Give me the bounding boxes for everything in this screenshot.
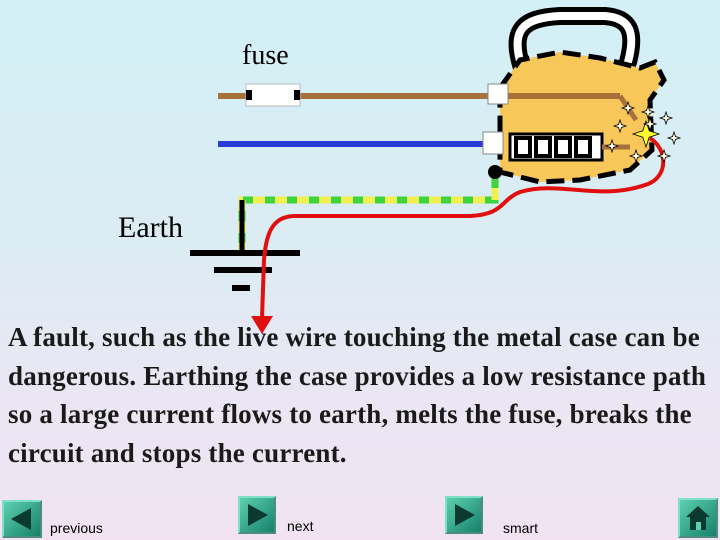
heating-element bbox=[508, 132, 604, 162]
previous-label[interactable]: previous bbox=[50, 520, 103, 536]
smart-button[interactable] bbox=[445, 496, 483, 534]
home-button[interactable] bbox=[678, 498, 718, 538]
spark-icon bbox=[656, 148, 672, 164]
fuse-component bbox=[245, 83, 301, 107]
play-left-icon bbox=[11, 508, 31, 530]
neutral-terminal bbox=[482, 131, 504, 155]
fault-current-arrowhead bbox=[251, 316, 273, 334]
earth-wire bbox=[238, 172, 499, 255]
earth-symbol bbox=[190, 200, 300, 291]
spark-icon bbox=[620, 100, 636, 116]
explanation-text: A fault, such as the live wire touching … bbox=[8, 322, 707, 468]
next-button[interactable] bbox=[238, 496, 276, 534]
live-terminal bbox=[487, 83, 509, 105]
play-right-icon bbox=[248, 504, 268, 526]
spark-icon bbox=[631, 119, 661, 149]
fuse-label: fuse bbox=[242, 40, 289, 71]
spark-icon bbox=[628, 148, 644, 164]
fault-sparks bbox=[604, 100, 682, 164]
spark-icon bbox=[658, 110, 674, 126]
spark-icon bbox=[642, 116, 658, 132]
kettle-body bbox=[497, 49, 667, 185]
spark-icon bbox=[640, 104, 656, 120]
play-right-icon bbox=[455, 504, 475, 526]
smart-label[interactable]: smart bbox=[503, 520, 538, 536]
spark-icon bbox=[612, 118, 628, 134]
previous-button[interactable] bbox=[2, 500, 42, 538]
fault-current-path bbox=[260, 136, 666, 319]
spark-icon bbox=[604, 138, 620, 154]
earth-label: Earth bbox=[118, 211, 183, 244]
next-label[interactable]: next bbox=[287, 518, 314, 534]
spark-icon bbox=[666, 130, 682, 146]
home-icon bbox=[686, 506, 710, 530]
